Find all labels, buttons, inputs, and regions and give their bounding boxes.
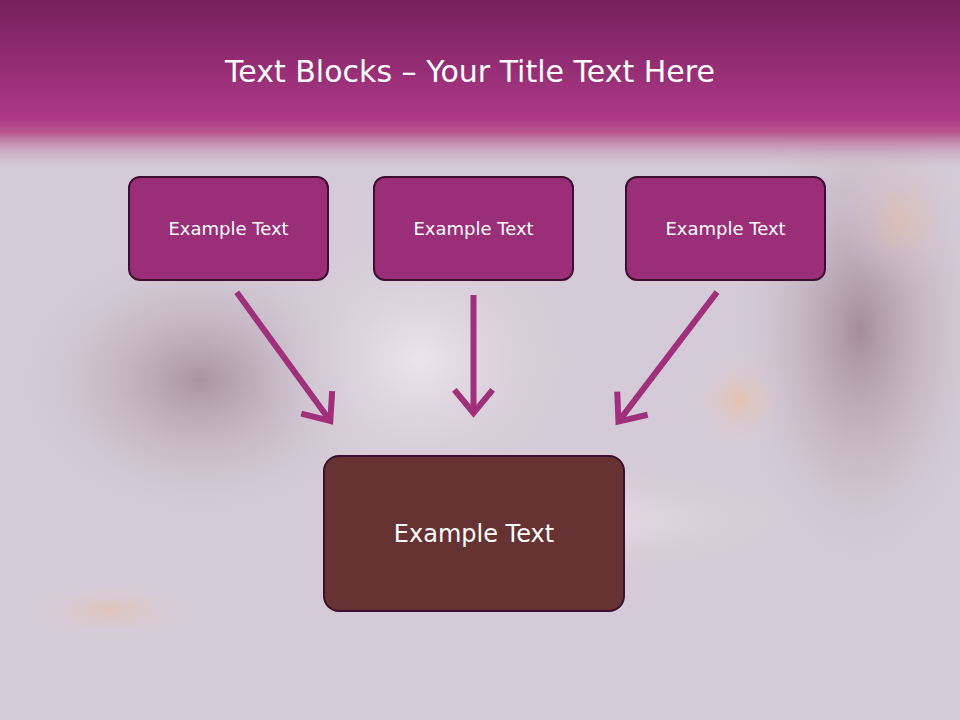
flow-arrow xyxy=(454,295,492,413)
flow-arrow xyxy=(237,292,332,421)
text-block: Example Text xyxy=(323,455,625,612)
block-text: Example Text xyxy=(394,520,554,548)
text-block: Example Text xyxy=(373,176,574,281)
slide-title: Text Blocks – Your Title Text Here xyxy=(0,54,940,89)
block-text: Example Text xyxy=(168,218,288,239)
block-text: Example Text xyxy=(665,218,785,239)
text-block: Example Text xyxy=(625,176,826,281)
text-block: Example Text xyxy=(128,176,329,281)
block-text: Example Text xyxy=(413,218,533,239)
flow-arrow xyxy=(617,292,717,421)
